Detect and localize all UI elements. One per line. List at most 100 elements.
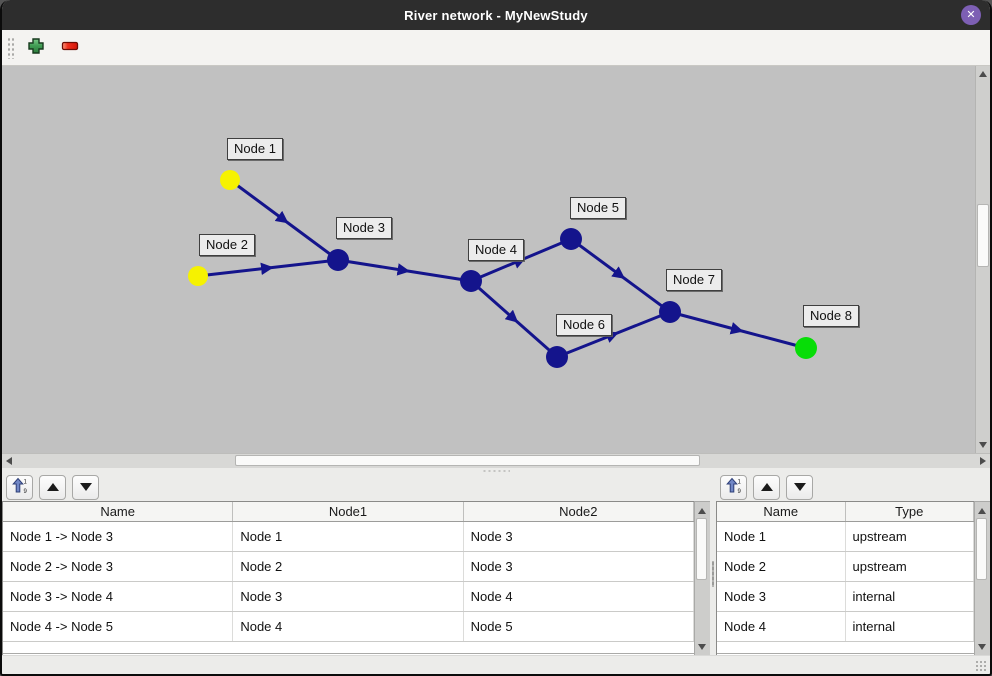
canvas-hscroll-thumb[interactable] bbox=[235, 455, 700, 466]
table-cell: Node 1 -> Node 3 bbox=[3, 522, 234, 551]
table-cell: Node 2 bbox=[717, 552, 846, 581]
canvas-horizontal-scrollbar[interactable] bbox=[2, 453, 990, 468]
node-table-toolbar: 1 9 bbox=[716, 473, 990, 501]
node-node5[interactable] bbox=[560, 228, 582, 250]
node-label-node5[interactable]: Node 5 bbox=[570, 197, 626, 219]
status-bar bbox=[2, 655, 990, 674]
remove-node-button[interactable] bbox=[57, 35, 83, 61]
edge-node3-node4[interactable] bbox=[337, 258, 472, 283]
scroll-up-icon[interactable] bbox=[979, 71, 987, 77]
titlebar[interactable]: River network - MyNewStudy ✕ bbox=[2, 0, 990, 30]
svg-text:1: 1 bbox=[737, 480, 741, 486]
scroll-down-icon[interactable] bbox=[978, 644, 986, 650]
node-move-down-button[interactable] bbox=[786, 474, 813, 500]
table-cell: Node 3 bbox=[464, 522, 694, 551]
table-cell: Node 5 bbox=[464, 612, 694, 641]
partial-row bbox=[3, 642, 694, 654]
minus-icon bbox=[61, 37, 79, 58]
node-node8[interactable] bbox=[795, 337, 817, 359]
edge-node2-node3[interactable] bbox=[197, 258, 339, 278]
scroll-right-icon[interactable] bbox=[980, 457, 986, 465]
node-scroll-thumb[interactable] bbox=[976, 518, 987, 580]
resize-grip-icon[interactable] bbox=[975, 660, 987, 672]
table-cell: internal bbox=[846, 612, 974, 641]
node-label-node4[interactable]: Node 4 bbox=[468, 239, 524, 261]
column-header-name[interactable]: Name bbox=[3, 502, 234, 521]
triangle-up-icon bbox=[46, 483, 59, 491]
canvas-vscroll-thumb[interactable] bbox=[977, 204, 989, 267]
edge-node1-node3[interactable] bbox=[229, 178, 339, 262]
table-cell: Node 3 bbox=[464, 552, 694, 581]
node-node2[interactable] bbox=[188, 266, 208, 286]
table-cell: Node 2 -> Node 3 bbox=[3, 552, 234, 581]
table-cell: upstream bbox=[846, 522, 974, 551]
branch-move-down-button[interactable] bbox=[72, 474, 99, 500]
node-label-node2[interactable]: Node 2 bbox=[199, 234, 255, 256]
node-label-node8[interactable]: Node 8 bbox=[803, 305, 859, 327]
node-label-node6[interactable]: Node 6 bbox=[556, 314, 612, 336]
network-canvas[interactable]: Node 1 Node 2 Node 3 Node 4 Node 5 Node 6 Node… bbox=[2, 66, 975, 453]
svg-text:9: 9 bbox=[23, 489, 27, 494]
edge-node6-node7[interactable] bbox=[556, 310, 671, 359]
node-label-node1[interactable]: Node 1 bbox=[227, 138, 283, 160]
table-cell: Node 3 bbox=[717, 582, 846, 611]
branch-scroll-thumb[interactable] bbox=[696, 518, 707, 580]
canvas-vertical-scrollbar[interactable] bbox=[975, 66, 990, 453]
scroll-down-icon[interactable] bbox=[698, 644, 706, 650]
table-cell: Node 4 -> Node 5 bbox=[3, 612, 234, 641]
scroll-up-icon[interactable] bbox=[698, 508, 706, 514]
node-table-scrollbar[interactable] bbox=[974, 501, 990, 655]
svg-text:1: 1 bbox=[23, 480, 27, 486]
partial-row bbox=[717, 642, 974, 654]
edge-node7-node8[interactable] bbox=[669, 310, 807, 350]
node-node1[interactable] bbox=[220, 170, 240, 190]
node-label-node3[interactable]: Node 3 bbox=[336, 217, 392, 239]
scroll-left-icon[interactable] bbox=[6, 457, 12, 465]
node-sort-button[interactable]: 1 9 bbox=[720, 474, 747, 500]
horizontal-splitter[interactable] bbox=[2, 468, 990, 473]
network-graph bbox=[188, 170, 817, 368]
node-node4[interactable] bbox=[460, 270, 482, 292]
table-cell: Node 4 bbox=[717, 612, 846, 641]
main-toolbar bbox=[2, 30, 990, 66]
column-header-type[interactable]: Type bbox=[846, 502, 974, 521]
vertical-splitter[interactable] bbox=[710, 473, 716, 655]
node-node6[interactable] bbox=[546, 346, 568, 368]
node-node3[interactable] bbox=[327, 249, 349, 271]
edge-node4-node6[interactable] bbox=[470, 279, 558, 359]
column-header-node2[interactable]: Node2 bbox=[464, 502, 694, 521]
node-move-up-button[interactable] bbox=[753, 474, 780, 500]
node-node7[interactable] bbox=[659, 301, 681, 323]
branch-sort-button[interactable]: 1 9 bbox=[6, 474, 33, 500]
sort-ascending-icon: 1 9 bbox=[11, 477, 28, 497]
close-button[interactable]: ✕ bbox=[961, 5, 981, 25]
scroll-up-icon[interactable] bbox=[978, 508, 986, 514]
table-cell: Node 4 bbox=[233, 612, 464, 641]
branch-table-scrollbar[interactable] bbox=[694, 501, 710, 655]
edge-node5-node7[interactable] bbox=[570, 237, 671, 314]
branch-move-up-button[interactable] bbox=[39, 474, 66, 500]
plus-icon bbox=[27, 37, 45, 58]
add-node-button[interactable] bbox=[23, 35, 49, 61]
node-label-node7[interactable]: Node 7 bbox=[666, 269, 722, 291]
table-cell: internal bbox=[846, 582, 974, 611]
scroll-down-icon[interactable] bbox=[979, 442, 987, 448]
column-header-name[interactable]: Name bbox=[717, 502, 846, 521]
table-cell: Node 1 bbox=[717, 522, 846, 551]
column-header-node1[interactable]: Node1 bbox=[233, 502, 464, 521]
toolbar-drag-handle[interactable] bbox=[7, 36, 15, 59]
table-cell: Node 3 bbox=[233, 582, 464, 611]
